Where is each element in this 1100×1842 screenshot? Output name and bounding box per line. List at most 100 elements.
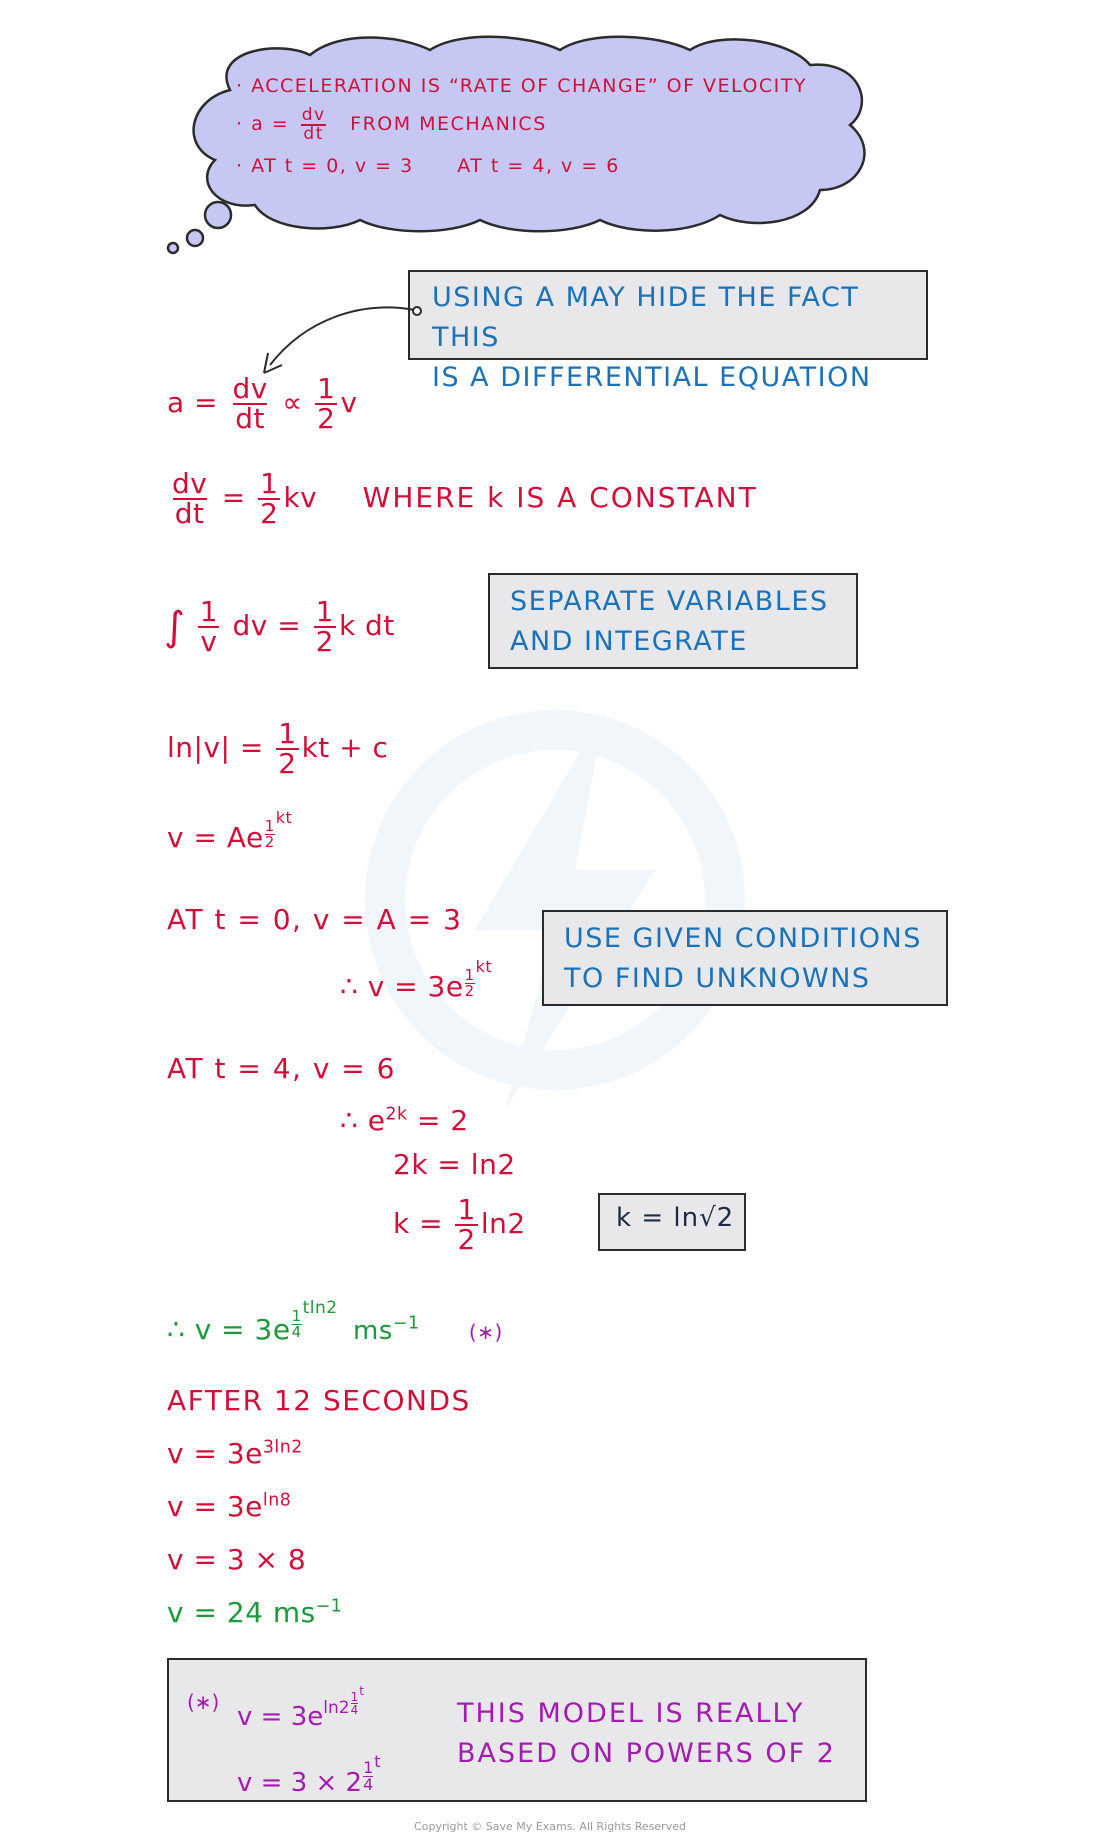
step-1-half: 1 2	[315, 372, 338, 433]
step-5-exp-den: 2	[264, 833, 275, 851]
final-eq-2-exp-num: 1	[363, 1758, 374, 1777]
final-star: (∗)	[187, 1690, 220, 1714]
final-eq-2-exp-den: 4	[363, 1775, 374, 1794]
step-9-exp: 2k	[385, 1104, 408, 1125]
note-separate: SEPARATE VARIABLES AND INTEGRATE	[488, 573, 858, 669]
step-11-frac: 1 2	[455, 1196, 478, 1256]
step-1-frac: dv dt	[230, 375, 269, 433]
note-conditions: USE GIVEN CONDITIONS TO FIND UNKNOWNS	[542, 910, 948, 1006]
note-1-line-1: USING A MAY HIDE THE FACT THIS	[432, 282, 860, 353]
final-eq-1-exp-lead: ln2	[323, 1698, 350, 1718]
step-15: v = 3eln8	[167, 1490, 291, 1523]
note-2-line-1: SEPARATE VARIABLES	[510, 586, 829, 617]
bubble-line-2-lead: · a =	[236, 113, 290, 135]
step-11-lead: k =	[393, 1207, 444, 1240]
step-13: AFTER 12 SECONDS	[167, 1384, 471, 1417]
bubble-frac-num: dv	[301, 104, 326, 125]
arrow-icon	[263, 306, 422, 374]
step-1-lead: a =	[167, 386, 219, 419]
note-1-line-2: IS A DIFFERENTIAL EQUATION	[432, 362, 872, 393]
step-11-tail: ln2	[480, 1207, 526, 1240]
bubble-line-1: · ACCELERATION IS “RATE OF CHANGE” OF VE…	[236, 75, 807, 97]
step-12-unit-exp: −1	[392, 1313, 420, 1334]
step-1-den: dt	[233, 402, 267, 435]
step-3-frac: 1 v	[198, 598, 220, 656]
copyright-footer: Copyright © Save My Exams. All Rights Re…	[414, 1820, 686, 1833]
note-differential: USING A MAY HIDE THE FACT THIS IS A DIFF…	[408, 270, 928, 393]
final-eq-1-exp-den: 4	[350, 1703, 359, 1717]
final-eq-1-lead: v = 3e	[237, 1702, 324, 1732]
step-8: AT t = 4, v = 6	[167, 1052, 396, 1085]
integral-sign: ∫	[164, 604, 186, 650]
step-2-half: 1 2	[258, 467, 281, 530]
step-11: k = 1 2 ln2	[393, 1196, 526, 1254]
final-text-2: BASED ON POWERS OF 2	[457, 1738, 836, 1769]
final-eq-1-exp-num: 1	[350, 1690, 359, 1704]
step-15-exp: ln8	[262, 1490, 292, 1511]
step-4-frac: 1 2	[276, 720, 299, 778]
thought-cloud	[166, 35, 866, 255]
bubble-line-3-b: AT t = 4, v = 6	[457, 155, 620, 177]
step-1-tail: v	[340, 386, 358, 419]
bubble-line-2-tail: FROM MECHANICS	[350, 113, 547, 135]
bubble-line-2: · a = dv dt FROM MECHANICS	[236, 104, 547, 144]
step-11-den: 2	[455, 1223, 478, 1256]
step-6: AT t = 0, v = A = 3	[167, 903, 463, 936]
step-2-eq: =	[221, 481, 246, 514]
final-summary-box: (∗) v = 3eln2 1 4 t v = 3 × 2 1 4 t THIS…	[167, 1658, 867, 1802]
final-eq-2-lead: v = 3 × 2	[237, 1768, 363, 1798]
step-2-tail: kv	[283, 481, 318, 514]
step-12-star: (∗)	[468, 1320, 503, 1344]
step-10: 2k = ln2	[393, 1148, 516, 1181]
step-12-lead: ∴ v = 3e	[167, 1313, 291, 1346]
step-9-lead: ∴ e	[340, 1104, 386, 1137]
step-1-num: dv	[232, 372, 268, 405]
step-12-exp-frac: 1 4	[291, 1307, 302, 1340]
step-7: ∴ v = 3e 1 2 kt	[340, 957, 492, 1003]
final-eq-1-exp-tail: t	[359, 1684, 364, 1698]
step-3-fnum: 1	[199, 595, 219, 628]
step-1-prop: ∝	[282, 386, 303, 419]
step-5-exp-num: 1	[264, 817, 275, 835]
step-9: ∴ e2k = 2	[340, 1104, 469, 1137]
step-1: a = dv dt ∝ 1 2 v	[167, 375, 358, 433]
step-12-exp-num: 1	[291, 1307, 302, 1325]
step-4: ln|v| = 1 2 kt + c	[167, 720, 388, 778]
step-7-exp-tail: kt	[475, 957, 493, 976]
final-text-1: THIS MODEL IS REALLY	[457, 1698, 805, 1729]
step-2-frac: dv dt	[170, 470, 209, 528]
step-2-num: dv	[172, 467, 208, 500]
step-16: v = 3 × 8	[167, 1543, 307, 1576]
step-2-den: dt	[172, 497, 207, 530]
note-2-line-2: AND INTEGRATE	[510, 626, 748, 657]
step-4-tail: kt + c	[301, 731, 389, 764]
step-5-lead: v = Ae	[167, 821, 264, 854]
step-12-unit: ms	[353, 1316, 393, 1346]
final-eq-1-exp-frac: 1 4	[350, 1690, 359, 1717]
step-4-lead: ln|v| =	[167, 731, 264, 764]
step-17-exp: −1	[315, 1596, 343, 1617]
note-3-line-1: USE GIVEN CONDITIONS	[564, 923, 922, 954]
step-3: ∫ 1 v dv = 1 2 k dt	[164, 598, 395, 656]
step-2-fnum: 1	[260, 467, 279, 500]
final-eq-2-exp-tail: t	[374, 1752, 381, 1771]
step-5-exp-frac: 1 2	[264, 817, 275, 851]
step-2-fden: 2	[258, 497, 281, 530]
step-3-half: 1 2	[313, 598, 336, 658]
step-7-exp-frac: 1 2	[464, 968, 475, 999]
note-k-value: k = ln√2	[598, 1193, 746, 1251]
step-17: v = 24 ms−1	[167, 1596, 342, 1629]
step-3-gden: 2	[313, 625, 336, 658]
final-eq-2-exp-frac: 1 4	[363, 1758, 374, 1794]
step-3-tail: k dt	[338, 609, 395, 642]
step-2-where: WHERE k IS A CONSTANT	[362, 481, 758, 514]
step-3-mid: dv =	[232, 609, 302, 642]
step-14-exp: 3ln2	[262, 1437, 303, 1458]
bubble-frac-den: dt	[301, 123, 326, 144]
step-12: ∴ v = 3e 1 4 tln2 ms−1 (∗)	[167, 1298, 503, 1346]
step-3-fden: v	[198, 625, 220, 658]
final-eq-2: v = 3 × 2 1 4 t	[237, 1752, 381, 1798]
step-2: dv dt = 1 2 kv WHERE k IS A CONSTANT	[167, 470, 758, 528]
step-1-fnum: 1	[317, 372, 336, 405]
step-17-lead: v = 24 ms	[167, 1596, 316, 1629]
